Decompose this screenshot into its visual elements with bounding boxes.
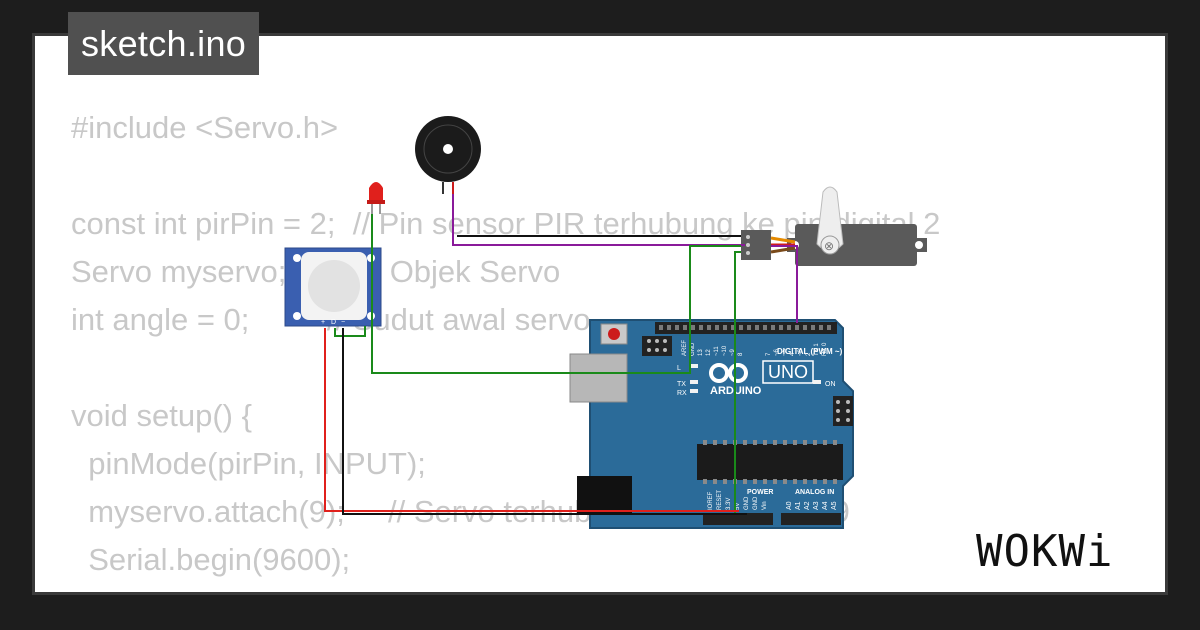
digital-pin-label: 8 [738,352,744,356]
on-led [813,380,821,384]
analog-pin-label: A1 [795,501,802,510]
digital-header [655,322,837,334]
wire-pir-green [334,326,366,337]
wokwi-logo: WOKWi [976,526,1114,577]
code-line: void setup() { [71,398,252,433]
on-label: ON [825,381,836,388]
analog-header [781,513,841,525]
digital-pin-label: ~10 [722,345,728,356]
digital-pin-label: 2 [806,352,812,356]
analog-pin-label: A3 [813,501,820,510]
power-pin-label: 3.3V [726,498,732,510]
icsp-header-top [642,336,672,356]
power-pin-labels: IOREF RESET 3.3V 5V GND GND Vin [708,490,768,510]
digital-pin-label: 12 [706,349,712,356]
pir-pin-label: + [321,319,325,326]
uno-label: UNO [768,362,808,382]
wire-servo-purple [771,245,798,323]
wire-led-green [371,214,741,374]
analog-section-label: ANALOG IN [795,489,834,496]
digital-pin-label: 7 [766,352,772,356]
rx-led [690,389,698,393]
digital-pin-label: TX 1 [814,343,820,356]
analog-pin-label: A0 [786,501,793,510]
digital-pin-label: 4 [790,352,796,356]
servo-horn-icon: ⊗ [824,239,834,253]
digital-pin-label: RX 0 [822,342,828,356]
code-line: #include <Servo.h> [71,110,339,145]
red-led[interactable] [367,182,385,214]
pir-motion-sensor[interactable]: + D − [284,247,382,327]
file-tab[interactable]: sketch.ino [68,12,260,75]
atmega-chip [697,444,843,480]
preview-card: #include <Servo.h> const int pirPin = 2; … [32,33,1168,595]
power-pin-label: IOREF [708,491,714,510]
digital-pin-label: ~6 [774,348,780,356]
digital-pin-label: ~3 [798,348,804,356]
led-l-label: L [677,365,681,372]
code-line: pinMode(pirPin, INPUT); [71,446,426,481]
piezo-buzzer[interactable] [415,116,481,194]
icsp-header-right [833,396,853,426]
pir-pin-label: D [331,319,336,326]
wire-pir-black [342,328,747,515]
wire-buzzer-purple [452,194,745,246]
code-editor-text: #include <Servo.h> const int pirPin = 2; … [71,104,941,592]
usb-connector [569,353,628,403]
arduino-uno-board[interactable]: DIGITAL (PWM ~) AREF GND 13 12 ~11 ~10 ~… [569,319,854,529]
uno-badge [762,360,814,384]
wire-pir-red [324,328,739,512]
digital-pin-label: AREF [682,340,688,356]
circuit-diagram: DIGITAL (PWM ~) AREF GND 13 12 ~11 ~10 ~… [284,116,927,529]
rx-label: RX [677,390,687,397]
digital-pin-label: GND [690,342,696,356]
power-jack [577,476,632,514]
power-pin-label: 5V [735,503,741,510]
digital-pin-label: ~9 [730,348,736,356]
power-pin-label: GND [744,496,750,510]
digital-pin-label: ~5 [782,348,788,356]
digital-pwm-label: DIGITAL (PWM ~) [777,347,843,356]
power-pin-label: Vin [762,501,768,510]
power-pin-label: RESET [717,490,723,510]
pir-pin-label: − [341,319,345,326]
analog-pin-label: A4 [822,501,829,510]
servo-motor[interactable]: ⊗ [741,186,927,266]
power-section-label: POWER [747,489,773,496]
power-pin-label: GND [753,496,759,510]
analog-pin-label: A2 [804,501,811,510]
code-line: pinMode(11, OUTPUT); [71,584,940,592]
tx-label: TX [677,381,686,388]
digital-pin-label: 13 [698,349,704,356]
reset-button-cap [608,328,620,340]
tx-led [690,380,698,384]
code-line: const int pirPin = 2; // Pin sensor PIR … [71,206,941,241]
digital-pin-label: ~11 [714,346,720,356]
arduino-logo-icon [709,363,748,383]
power-header [703,513,773,525]
l-led [690,364,698,368]
analog-pin-label: A5 [831,501,838,510]
wires [324,194,798,515]
wire-servo-power-green [734,251,741,514]
code-line: Serial.begin(9600); [71,542,351,577]
analog-pin-labels: A0 A1 A2 A3 A4 A5 [786,501,838,510]
digital-pin-labels: AREF GND 13 12 ~11 ~10 ~9 8 7 ~6 ~5 4 ~3… [682,340,828,356]
